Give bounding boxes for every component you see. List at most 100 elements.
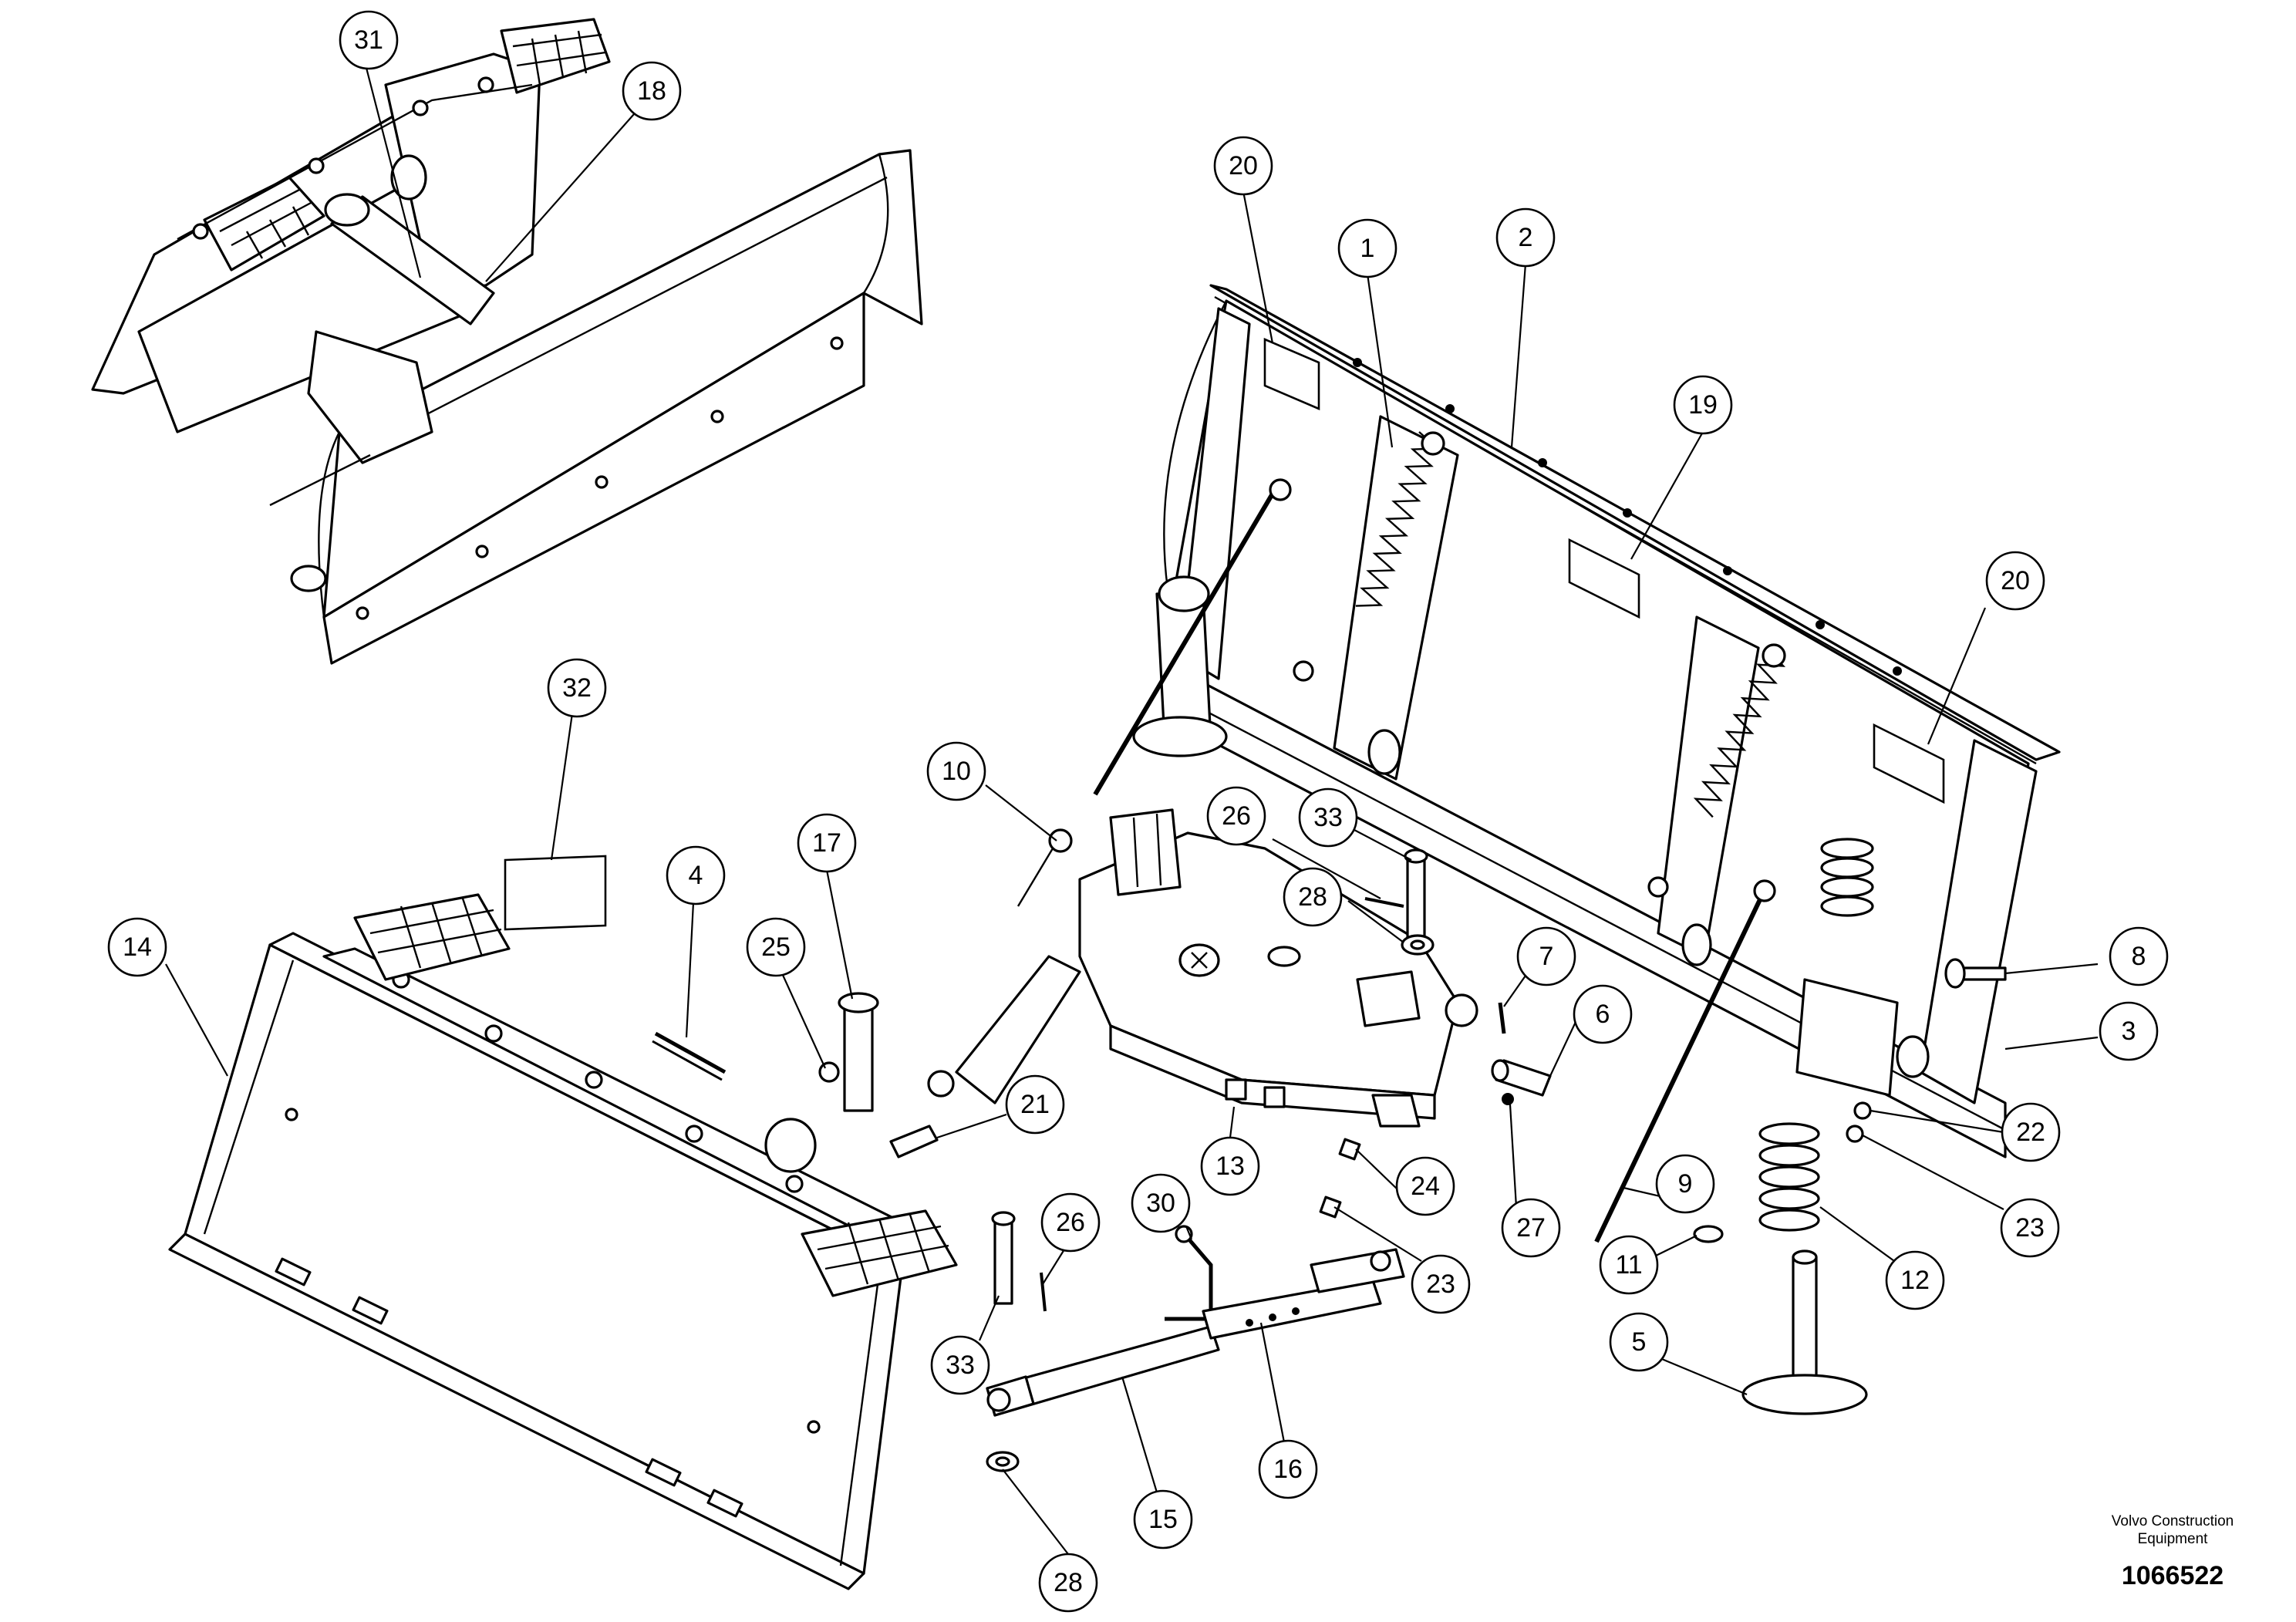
callout-19: 19	[1673, 375, 1733, 435]
callout-21: 21	[1005, 1074, 1065, 1135]
svg-text:15: 15	[1148, 1505, 1178, 1534]
callout-25: 25	[746, 917, 806, 977]
callout-16: 16	[1258, 1439, 1318, 1499]
svg-text:33: 33	[946, 1351, 975, 1380]
bracket-tread-right	[801, 1209, 958, 1297]
overview-blade	[318, 149, 923, 665]
callout-24: 24	[1395, 1156, 1455, 1216]
svg-text:21: 21	[1020, 1090, 1050, 1119]
svg-text:31: 31	[354, 25, 383, 55]
callout-30: 30	[1131, 1173, 1191, 1233]
manufacturer-line-2: Equipment	[2137, 1531, 2208, 1547]
callout-1: 1	[1337, 218, 1397, 278]
svg-text:33: 33	[1313, 803, 1343, 832]
callout-23-center: 23	[1411, 1254, 1471, 1314]
svg-text:10: 10	[942, 757, 971, 786]
callout-10: 10	[926, 741, 986, 801]
callout-8: 8	[2109, 926, 2169, 986]
svg-text:1: 1	[1360, 234, 1375, 263]
overview-tread-right	[500, 18, 611, 94]
callout-12: 12	[1885, 1250, 1945, 1310]
svg-text:18: 18	[637, 76, 666, 106]
mounting-bracket-14	[168, 893, 958, 1590]
svg-text:5: 5	[1632, 1327, 1647, 1357]
svg-text:9: 9	[1678, 1169, 1693, 1199]
coil-spring-lower	[1758, 1122, 1820, 1232]
svg-text:23: 23	[1426, 1270, 1455, 1299]
callout-26-upper: 26	[1206, 786, 1266, 846]
svg-text:26: 26	[1056, 1208, 1085, 1237]
svg-text:20: 20	[1229, 151, 1258, 180]
main-blade-assembly	[1093, 284, 2061, 1243]
callout-13: 13	[1200, 1136, 1260, 1196]
svg-text:11: 11	[1615, 1250, 1642, 1280]
callout-26-lower: 26	[1040, 1192, 1101, 1253]
callouts: 31 18 20 1 2 19 20 32 4 17 25 14 10 26 3…	[107, 10, 2169, 1613]
callout-28-upper: 28	[1283, 867, 1343, 927]
svg-text:28: 28	[1298, 882, 1327, 912]
svg-text:25: 25	[761, 932, 791, 962]
overview-assembly	[91, 18, 923, 665]
callout-31: 31	[339, 10, 399, 70]
callout-20-right: 20	[1985, 551, 2045, 611]
svg-text:14: 14	[123, 932, 152, 962]
adjustable-link	[986, 1248, 1405, 1417]
callout-33-upper: 33	[1298, 787, 1358, 848]
svg-text:32: 32	[562, 673, 592, 703]
small-parts	[504, 838, 2007, 1472]
callout-11: 11	[1599, 1235, 1659, 1295]
callout-27: 27	[1501, 1198, 1561, 1258]
decal-20-right	[1873, 723, 1945, 804]
spring-right	[1647, 643, 1786, 898]
callout-17: 17	[797, 813, 857, 873]
overview-cylinder	[324, 154, 495, 325]
svg-text:8: 8	[2132, 942, 2146, 971]
svg-text:20: 20	[2001, 566, 2030, 595]
manufacturer-name: Volvo Construction Equipment	[2080, 1512, 2265, 1548]
svg-text:22: 22	[2016, 1118, 2045, 1147]
svg-text:16: 16	[1273, 1455, 1303, 1484]
spring-left	[1293, 431, 1445, 682]
document-number: 1066522	[2121, 1561, 2224, 1590]
callout-5: 5	[1609, 1312, 1669, 1372]
svg-text:12: 12	[1900, 1266, 1930, 1295]
callout-9: 9	[1655, 1154, 1715, 1214]
svg-text:4: 4	[689, 861, 703, 890]
manufacturer-line-1: Volvo Construction	[2111, 1513, 2234, 1529]
svg-text:7: 7	[1539, 942, 1554, 971]
svg-text:30: 30	[1146, 1189, 1175, 1218]
callout-14: 14	[107, 917, 167, 977]
callout-4: 4	[666, 845, 726, 905]
a-frame-assembly	[927, 808, 1478, 1128]
decal-20-left	[1263, 338, 1320, 410]
decal-32	[504, 855, 607, 931]
svg-text:26: 26	[1222, 801, 1251, 831]
svg-text:28: 28	[1054, 1568, 1083, 1597]
bracket-tread-left	[353, 893, 511, 981]
svg-text:24: 24	[1411, 1172, 1440, 1201]
svg-text:23: 23	[2015, 1213, 2045, 1243]
svg-text:13: 13	[1215, 1152, 1245, 1181]
callout-6: 6	[1573, 984, 1633, 1044]
svg-text:17: 17	[812, 828, 841, 858]
callout-15: 15	[1133, 1489, 1193, 1549]
svg-text:3: 3	[2122, 1017, 2136, 1046]
callout-18: 18	[622, 61, 682, 121]
overview-tread-left	[203, 176, 325, 271]
callout-20: 20	[1213, 136, 1273, 196]
svg-text:19: 19	[1688, 390, 1718, 420]
coil-spring-upper	[1820, 838, 1874, 917]
decal-19	[1568, 538, 1640, 619]
callout-22: 22	[2001, 1102, 2061, 1162]
callout-32: 32	[547, 658, 607, 718]
svg-text:6: 6	[1596, 1000, 1610, 1029]
callout-23-right: 23	[2000, 1198, 2060, 1258]
callout-3: 3	[2099, 1001, 2159, 1061]
callout-33-lower: 33	[930, 1335, 990, 1395]
callout-7: 7	[1516, 926, 1576, 986]
svg-text:2: 2	[1519, 223, 1533, 252]
svg-text:27: 27	[1516, 1213, 1546, 1243]
callout-2: 2	[1495, 207, 1556, 268]
callout-28-lower: 28	[1038, 1553, 1098, 1613]
